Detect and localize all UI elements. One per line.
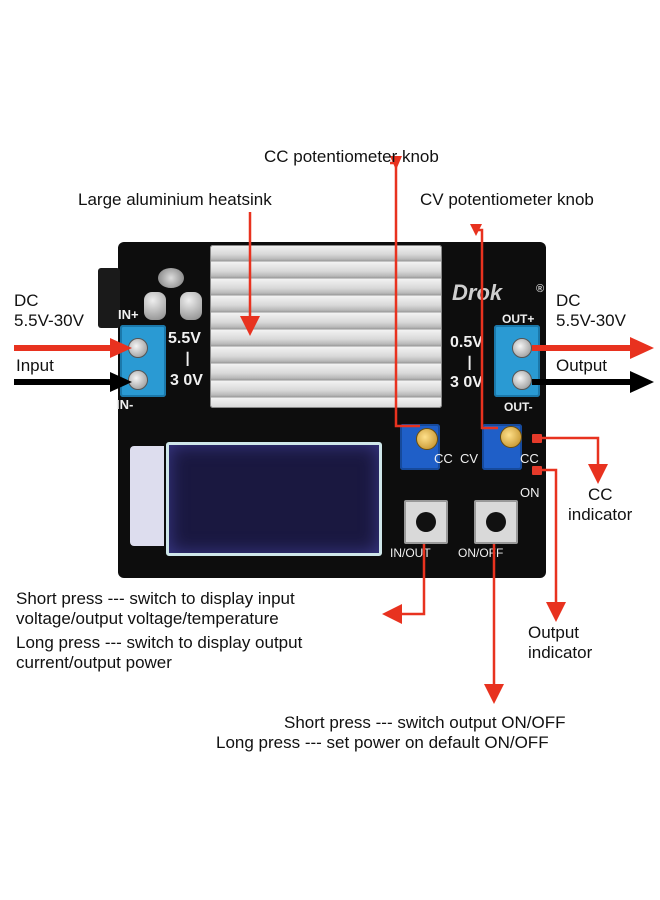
cc-indicator-pointer	[542, 436, 608, 484]
lcd-backlight	[130, 446, 164, 546]
lcd-display	[166, 442, 382, 556]
capacitor-top	[158, 268, 184, 288]
out-minus-label: OUT-	[504, 400, 533, 414]
right-voltage-separator: ┃	[466, 356, 474, 370]
registered-mark: ®	[536, 283, 545, 295]
output-red-arrowhead	[630, 337, 654, 359]
in-plus-label: IN+	[118, 307, 139, 322]
input-black-arrowhead	[110, 372, 132, 392]
output-range-label: 5.5V-30V	[556, 311, 626, 330]
output-black-arrowhead	[630, 371, 654, 393]
output-label: Output	[556, 356, 608, 375]
cc-indicator-label-2: indicator	[568, 505, 633, 524]
cc-knob-label: CC potentiometer knob	[264, 147, 439, 166]
heatsink-label: Large aluminium heatsink	[78, 190, 272, 209]
input-range-label: 5.5V-30V	[14, 311, 84, 330]
onoff-button-cap[interactable]	[486, 512, 506, 532]
led-cc-label: CC	[520, 451, 539, 466]
inout-button-label: IN/OUT	[390, 546, 431, 560]
cc-pot-label: CC	[434, 451, 453, 466]
inout-description-line3: Long press --- switch to display output	[16, 633, 303, 652]
output-minus-screw	[512, 370, 532, 390]
inout-button[interactable]	[404, 500, 448, 544]
output-indicator-led	[532, 466, 542, 475]
input-minus-screw	[128, 370, 148, 390]
cv-knob-label: CV potentiometer knob	[420, 190, 594, 209]
cv-knob-pointer	[476, 228, 498, 430]
capacitor-left	[144, 292, 166, 320]
inout-description-line4: current/output power	[16, 653, 172, 672]
capacitor-right	[180, 292, 202, 320]
input-red-arrowhead	[110, 338, 132, 358]
cc-indicator-led	[532, 434, 542, 443]
out-plus-label: OUT+	[502, 312, 535, 326]
right-voltage-bottom: 3 0V	[450, 374, 483, 391]
left-voltage-bottom: 3 0V	[170, 372, 203, 389]
cc-potentiometer-knob[interactable]	[416, 428, 438, 450]
cv-knob-arrowhead	[470, 224, 482, 236]
inout-description-line1: Short press --- switch to display input	[16, 589, 295, 608]
onoff-description-line2: Long press --- set power on default ON/O…	[216, 733, 549, 752]
cv-pot-label: CV	[460, 451, 479, 466]
left-voltage-separator: ┃	[184, 352, 192, 366]
input-dc-label: DC	[14, 291, 39, 310]
onoff-button-label: ON/OFF	[458, 546, 504, 560]
output-dc-label: DC	[556, 291, 581, 310]
brand-logo: Drok	[452, 280, 503, 305]
in-minus-label: IN-	[116, 397, 134, 412]
inout-button-cap[interactable]	[416, 512, 436, 532]
inout-description-line2: voltage/output voltage/temperature	[16, 609, 279, 628]
inout-pointer	[382, 544, 426, 624]
inductor-cap	[98, 268, 120, 328]
left-voltage-top: 5.5V	[168, 330, 201, 347]
onoff-description-line1: Short press --- switch output ON/OFF	[284, 713, 566, 732]
input-label: Input	[16, 356, 54, 375]
onoff-button[interactable]	[474, 500, 518, 544]
output-indicator-pointer	[542, 468, 566, 622]
cc-knob-arrowhead	[390, 156, 402, 170]
led-on-label: ON	[520, 485, 540, 500]
output-indicator-label-1: Output	[528, 623, 580, 642]
output-plus-screw	[512, 338, 532, 358]
output-indicator-label-2: indicator	[528, 643, 593, 662]
right-voltage-top: 0.5V	[450, 334, 483, 351]
cv-potentiometer-knob[interactable]	[500, 426, 522, 448]
cc-knob-pointer	[390, 161, 420, 428]
cc-indicator-label-1: CC	[588, 485, 613, 504]
